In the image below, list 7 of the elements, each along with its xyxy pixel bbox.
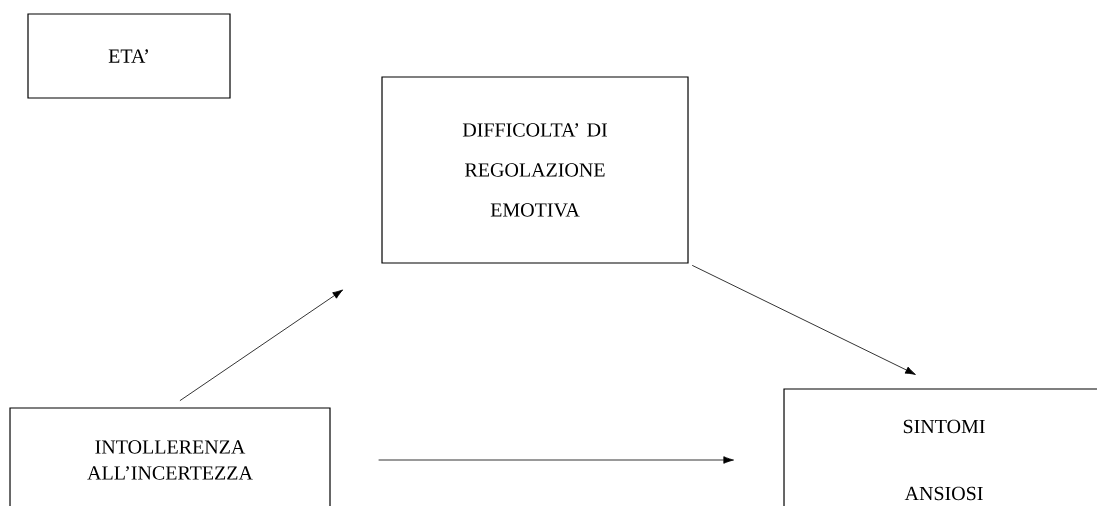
- text-box: INTOLLERENZA ALL’INCERTEZZA: [9, 407, 331, 506]
- arrow: [691, 264, 916, 375]
- arrow: [378, 456, 734, 464]
- text-box: ETA’: [27, 13, 231, 99]
- text-box: SINTOMI ANSIOSI: [783, 388, 1097, 506]
- text-box: DIFFICOLTA’ DI REGOLAZIONE EMOTIVA: [381, 76, 689, 264]
- arrow: [179, 289, 344, 402]
